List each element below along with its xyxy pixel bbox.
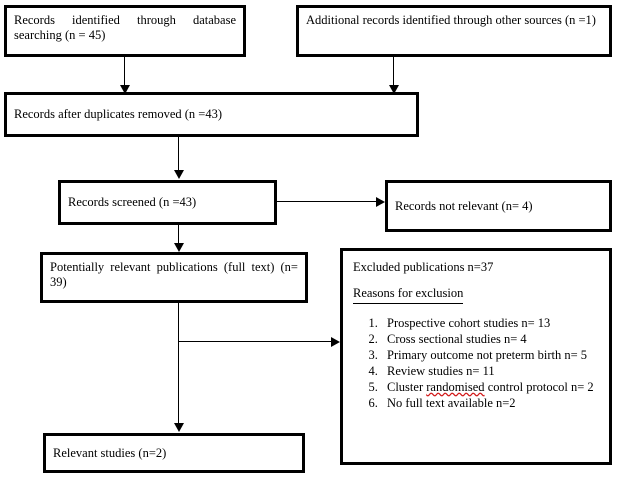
node-other-sources: Additional records identified through ot…: [296, 5, 612, 57]
node-other-sources-label: Additional records identified through ot…: [306, 13, 596, 27]
excluded-reason-item: No full text available n=2: [381, 396, 601, 411]
excluded-reason-item: Primary outcome not preterm birth n= 5: [381, 348, 601, 363]
excluded-reason-item: Cross sectional studies n= 4: [381, 332, 601, 347]
connector-screened-to-potentially-relevant: [178, 225, 179, 249]
excluded-reason-item: Prospective cohort studies n= 13: [381, 316, 601, 331]
excluded-title: Excluded publications n=37: [353, 260, 494, 274]
node-relevant-studies-label: Relevant studies (n=2): [53, 445, 167, 460]
excluded-reason-prefix: Cluster: [387, 379, 427, 394]
arrowhead-other-sources-to-duplicates: [389, 85, 399, 94]
node-excluded-publications: Excluded publications n=37 Reasons for e…: [340, 248, 612, 465]
connector-duplicates-to-screened: [178, 137, 179, 174]
connector-potentially-relevant-to-excluded: [178, 341, 336, 342]
node-potentially-relevant-label: Potentially relevant publications (full …: [50, 260, 298, 290]
node-potentially-relevant: Potentially relevant publications (full …: [40, 252, 308, 303]
arrowhead-screened-to-not-relevant: [376, 197, 385, 207]
excluded-subtitle: Reasons for exclusion: [353, 286, 464, 304]
node-records-not-relevant-label: Records not relevant (n= 4): [395, 198, 533, 213]
connector-potentially-relevant-to-relevant-studies: [178, 303, 179, 427]
connector-other-sources-to-duplicates: [393, 57, 394, 88]
arrowhead-duplicates-to-screened: [174, 170, 184, 179]
excluded-reason-item: Review studies n= 11: [381, 364, 601, 379]
connector-screened-to-not-relevant: [277, 201, 382, 202]
node-database-search: Records identified through database sear…: [4, 5, 246, 57]
arrowhead-database-search-to-duplicates: [120, 85, 130, 94]
arrowhead-potentially-relevant-to-excluded: [331, 337, 340, 347]
node-records-screened: Records screened (n =43): [58, 180, 277, 225]
node-relevant-studies: Relevant studies (n=2): [43, 433, 305, 473]
excluded-reason-list: Prospective cohort studies n= 13 Cross s…: [353, 316, 601, 411]
node-records-screened-label: Records screened (n =43): [68, 195, 197, 210]
excluded-reason-suffix: control protocol n= 2: [484, 379, 594, 394]
node-records-not-relevant: Records not relevant (n= 4): [385, 180, 612, 232]
arrowhead-potentially-relevant-to-relevant-studies: [174, 423, 184, 432]
connector-database-search-to-duplicates: [124, 57, 125, 88]
spellcheck-misspelled-word: randomised: [426, 379, 485, 394]
arrowhead-screened-to-potentially-relevant: [174, 243, 184, 252]
excluded-reason-item: Cluster randomised control protocol n= 2: [381, 380, 601, 395]
node-duplicates-removed: Records after duplicates removed (n =43): [4, 92, 419, 137]
node-duplicates-removed-label: Records after duplicates removed (n =43): [14, 107, 223, 122]
node-database-search-label: Records identified through database sear…: [14, 13, 236, 43]
